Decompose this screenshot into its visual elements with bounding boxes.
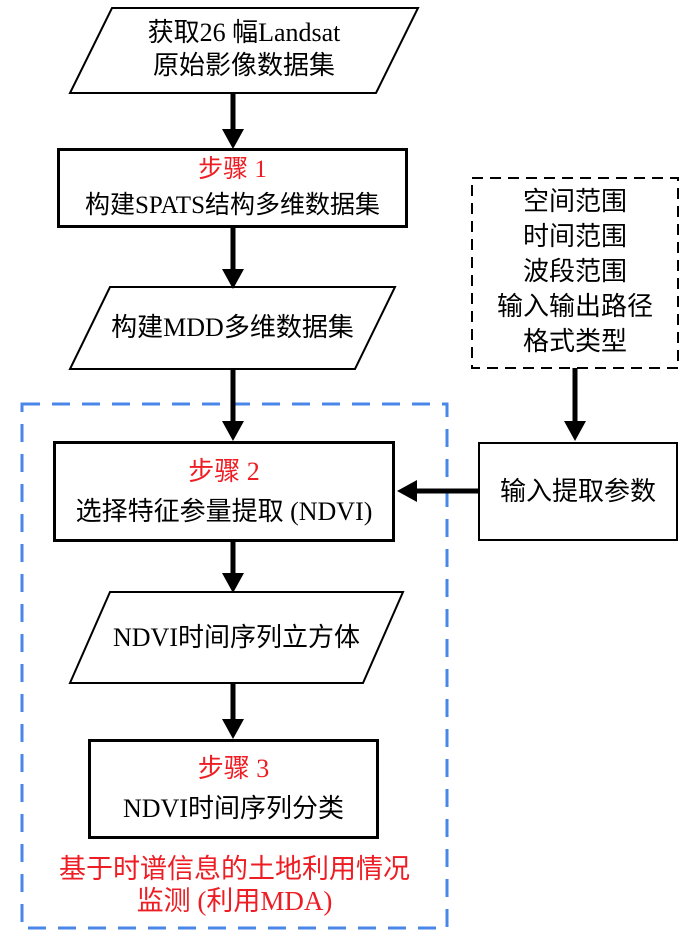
params-line-4: 输入输出路径 bbox=[496, 292, 653, 321]
step1-text: 构建SPATS结构多维数据集 bbox=[85, 192, 380, 219]
arrow-step1-to-mdd bbox=[222, 228, 244, 289]
ndvi-cube-text: NDVI时间序列立方体 bbox=[113, 622, 360, 652]
step3-text: NDVI时间序列分类 bbox=[123, 794, 344, 823]
arrow-params-to-input bbox=[564, 368, 586, 441]
arrow-step2-to-cube bbox=[222, 542, 244, 593]
mdd-node-text: 构建MDD多维数据集 bbox=[70, 287, 395, 369]
params-line-2: 时间范围 bbox=[522, 222, 627, 251]
step2-text: 选择特征参量提取 (NDVI) bbox=[75, 496, 373, 526]
ndvi-cube-node-text: NDVI时间序列立方体 bbox=[70, 592, 403, 683]
source-line-2: 原始影像数据集 bbox=[152, 51, 335, 80]
arrow-cube-to-step3 bbox=[222, 683, 244, 739]
arrow-input-to-step2 bbox=[397, 480, 478, 502]
params-line-1: 空间范围 bbox=[522, 187, 627, 216]
source-line-1: 获取26 幅Landsat bbox=[147, 18, 341, 47]
source-node-text: 获取26 幅Landsat 原始影像数据集 bbox=[70, 16, 418, 82]
mda-caption-line-1: 基于时谱信息的土地利用情况 bbox=[59, 854, 410, 884]
input-params-text: 输入提取参数 bbox=[499, 476, 656, 506]
params-line-5: 格式类型 bbox=[522, 327, 627, 356]
source-parallelogram bbox=[68, 7, 420, 94]
mdd-text: 构建MDD多维数据集 bbox=[111, 313, 354, 342]
mdd-parallelogram bbox=[68, 286, 397, 370]
step3-label: 步骤 3 bbox=[197, 754, 270, 783]
step3-box: 步骤 3 NDVI时间序列分类 bbox=[88, 739, 379, 839]
params-line-3: 波段范围 bbox=[522, 257, 627, 286]
mda-caption-line-2: 监测 (利用MDA) bbox=[136, 886, 333, 916]
arrow-source-to-step1 bbox=[222, 93, 244, 149]
mda-caption: 基于时谱信息的土地利用情况 监测 (利用MDA) bbox=[22, 853, 447, 917]
arrow-mdd-to-step2 bbox=[222, 369, 244, 441]
step2-label: 步骤 2 bbox=[188, 456, 260, 486]
step1-label: 步骤 1 bbox=[198, 156, 267, 183]
input-params-box: 输入提取参数 bbox=[478, 442, 678, 541]
params-node-text: 空间范围 时间范围 波段范围 输入输出路径 格式类型 bbox=[472, 184, 678, 359]
step2-box: 步骤 2 选择特征参量提取 (NDVI) bbox=[53, 441, 395, 542]
ndvi-cube-parallelogram bbox=[68, 591, 405, 684]
step1-box: 步骤 1 构建SPATS结构多维数据集 bbox=[57, 148, 408, 228]
